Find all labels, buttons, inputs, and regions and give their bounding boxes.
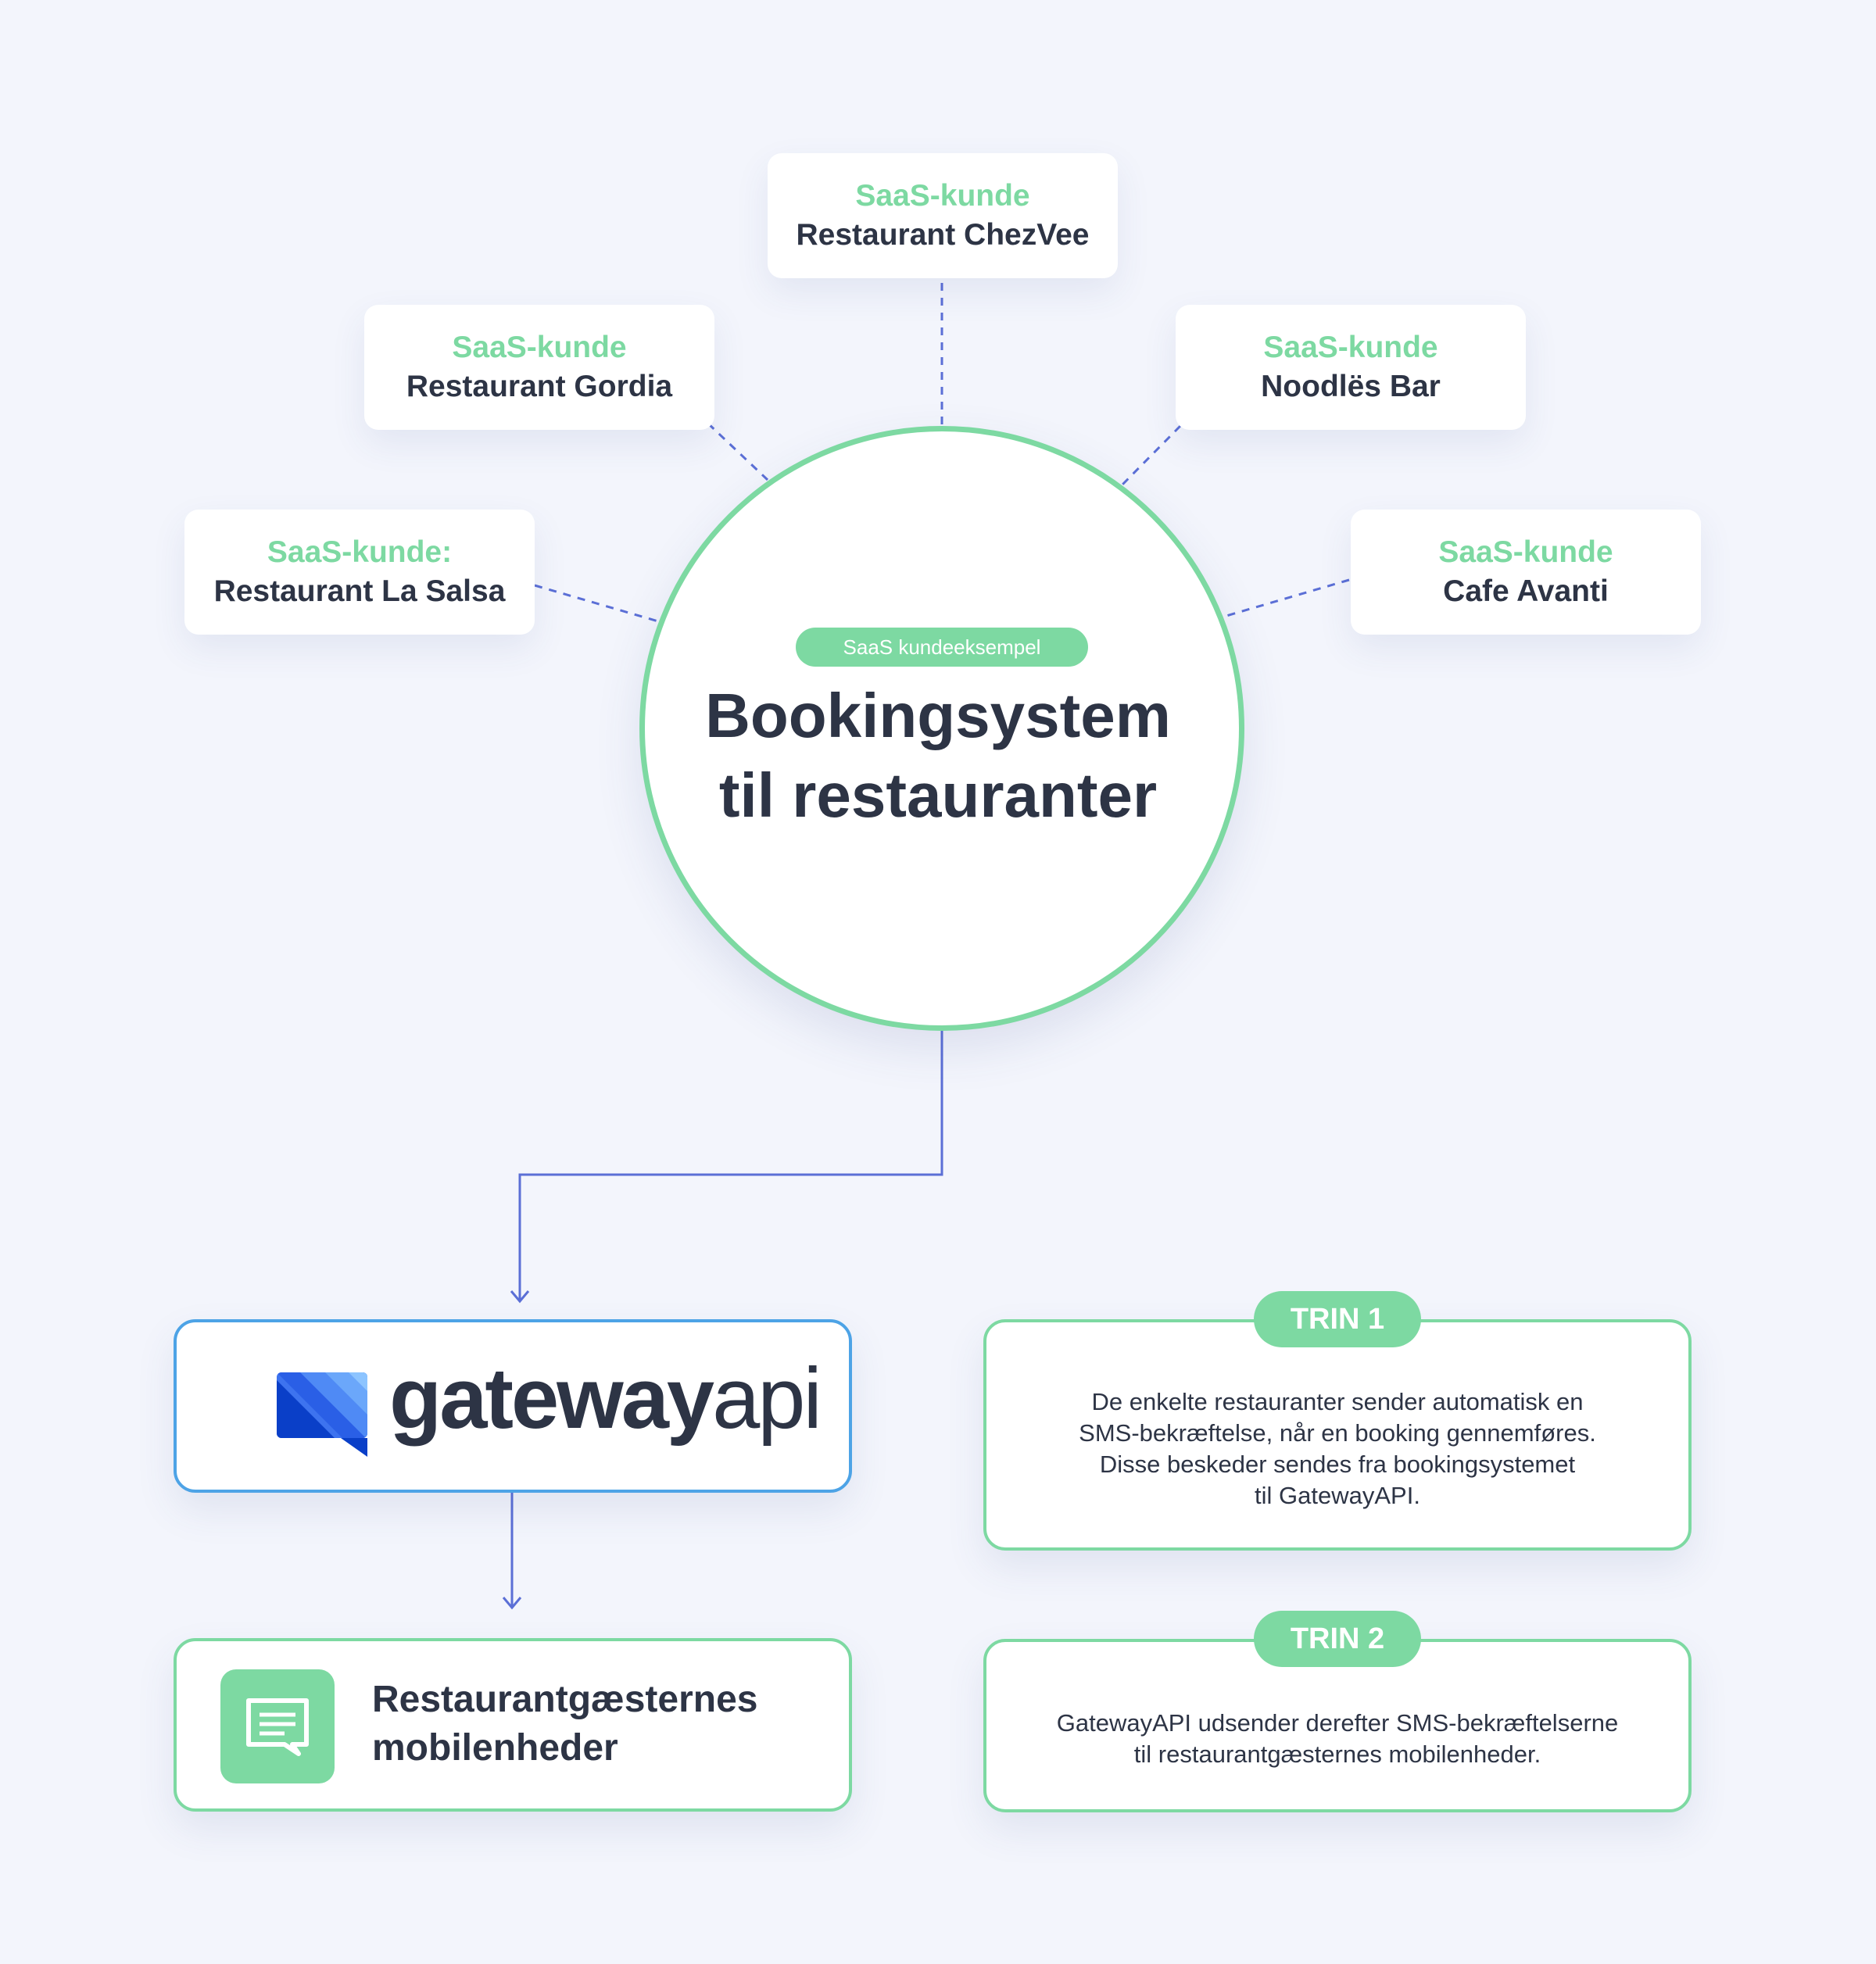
message-icon <box>246 1698 309 1756</box>
customer-name: Cafe Avanti <box>1443 574 1609 608</box>
step-2-badge: TRIN 2 <box>1254 1611 1421 1667</box>
message-icon-tile <box>220 1669 335 1783</box>
step-text-line: De enkelte restauranter sender automatis… <box>1091 1388 1584 1415</box>
customer-name: Noodlës Bar <box>1261 370 1441 403</box>
destination-label: Restaurantgæsternes mobilenheder <box>372 1676 825 1773</box>
customer-tag: SaaS-kunde <box>1263 331 1438 364</box>
connector-noodles <box>1121 424 1182 486</box>
brand-light: api <box>712 1350 822 1447</box>
connector-avanti <box>1220 578 1350 619</box>
step-text-line: GatewayAPI udsender derefter SMS-bekræft… <box>1056 1709 1619 1737</box>
customer-card-avanti: SaaS-kunde Cafe Avanti <box>1351 510 1701 635</box>
customer-card-lasalsa: SaaS-kunde: Restaurant La Salsa <box>184 510 535 635</box>
mobile-devices-box: Restaurantgæsternes mobilenheder <box>174 1638 852 1812</box>
customer-name: Restaurant ChezVee <box>796 218 1090 252</box>
step-1-description: De enkelte restauranter sender automatis… <box>1010 1386 1665 1511</box>
customer-card-noodles: SaaS-kunde Noodlës Bar <box>1176 305 1526 430</box>
gatewayapi-box: gatewayapi <box>174 1319 852 1493</box>
destination-line1: Restaurantgæsternes <box>372 1679 758 1720</box>
customer-name: Restaurant Gordia <box>406 370 673 403</box>
gatewayapi-wordmark: gatewayapi <box>389 1350 822 1447</box>
step-text-line: til GatewayAPI. <box>1255 1482 1420 1509</box>
arrowhead-mobile <box>502 1597 522 1610</box>
gatewayapi-logo-icon <box>277 1372 367 1457</box>
booking-system-hub <box>639 426 1244 1031</box>
hub-title: Bookingsystem til restauranter <box>672 676 1204 835</box>
connector-lasalsa <box>534 584 659 623</box>
step-2-description: GatewayAPI udsender derefter SMS-bekræft… <box>1010 1708 1665 1770</box>
customer-tag: SaaS-kunde <box>1438 535 1613 569</box>
hub-pill-label: SaaS kundeeksempel <box>796 628 1088 667</box>
arrowhead-gateway <box>510 1290 530 1304</box>
destination-line2: mobilenheder <box>372 1727 618 1769</box>
customer-card-gordia: SaaS-kunde Restaurant Gordia <box>364 305 714 430</box>
brand-bold: gateway <box>389 1350 714 1447</box>
flow-line-hub-to-gateway <box>518 1031 943 1300</box>
customer-tag: SaaS-kunde: <box>267 535 453 569</box>
customer-name: Restaurant La Salsa <box>213 574 506 608</box>
customer-tag: SaaS-kunde <box>855 179 1030 213</box>
step-text-line: til restaurantgæsternes mobilenheder. <box>1133 1740 1541 1768</box>
step-2-card: TRIN 2 GatewayAPI udsender derefter SMS-… <box>983 1611 1692 1812</box>
hub-title-line1: Bookingsystem <box>705 681 1171 750</box>
step-1-card: TRIN 1 De enkelte restauranter sender au… <box>983 1291 1692 1551</box>
customer-tag: SaaS-kunde <box>452 331 627 364</box>
step-1-badge: TRIN 1 <box>1254 1291 1421 1347</box>
connector-gordia <box>707 422 769 481</box>
customer-card-chezvee: SaaS-kunde Restaurant ChezVee <box>768 153 1118 278</box>
step-text-line: Disse beskeder sendes fra bookingsysteme… <box>1099 1451 1576 1478</box>
step-text-line: SMS-bekræftelse, når en booking gennemfø… <box>1079 1419 1596 1447</box>
hub-title-line2: til restauranter <box>718 760 1158 830</box>
